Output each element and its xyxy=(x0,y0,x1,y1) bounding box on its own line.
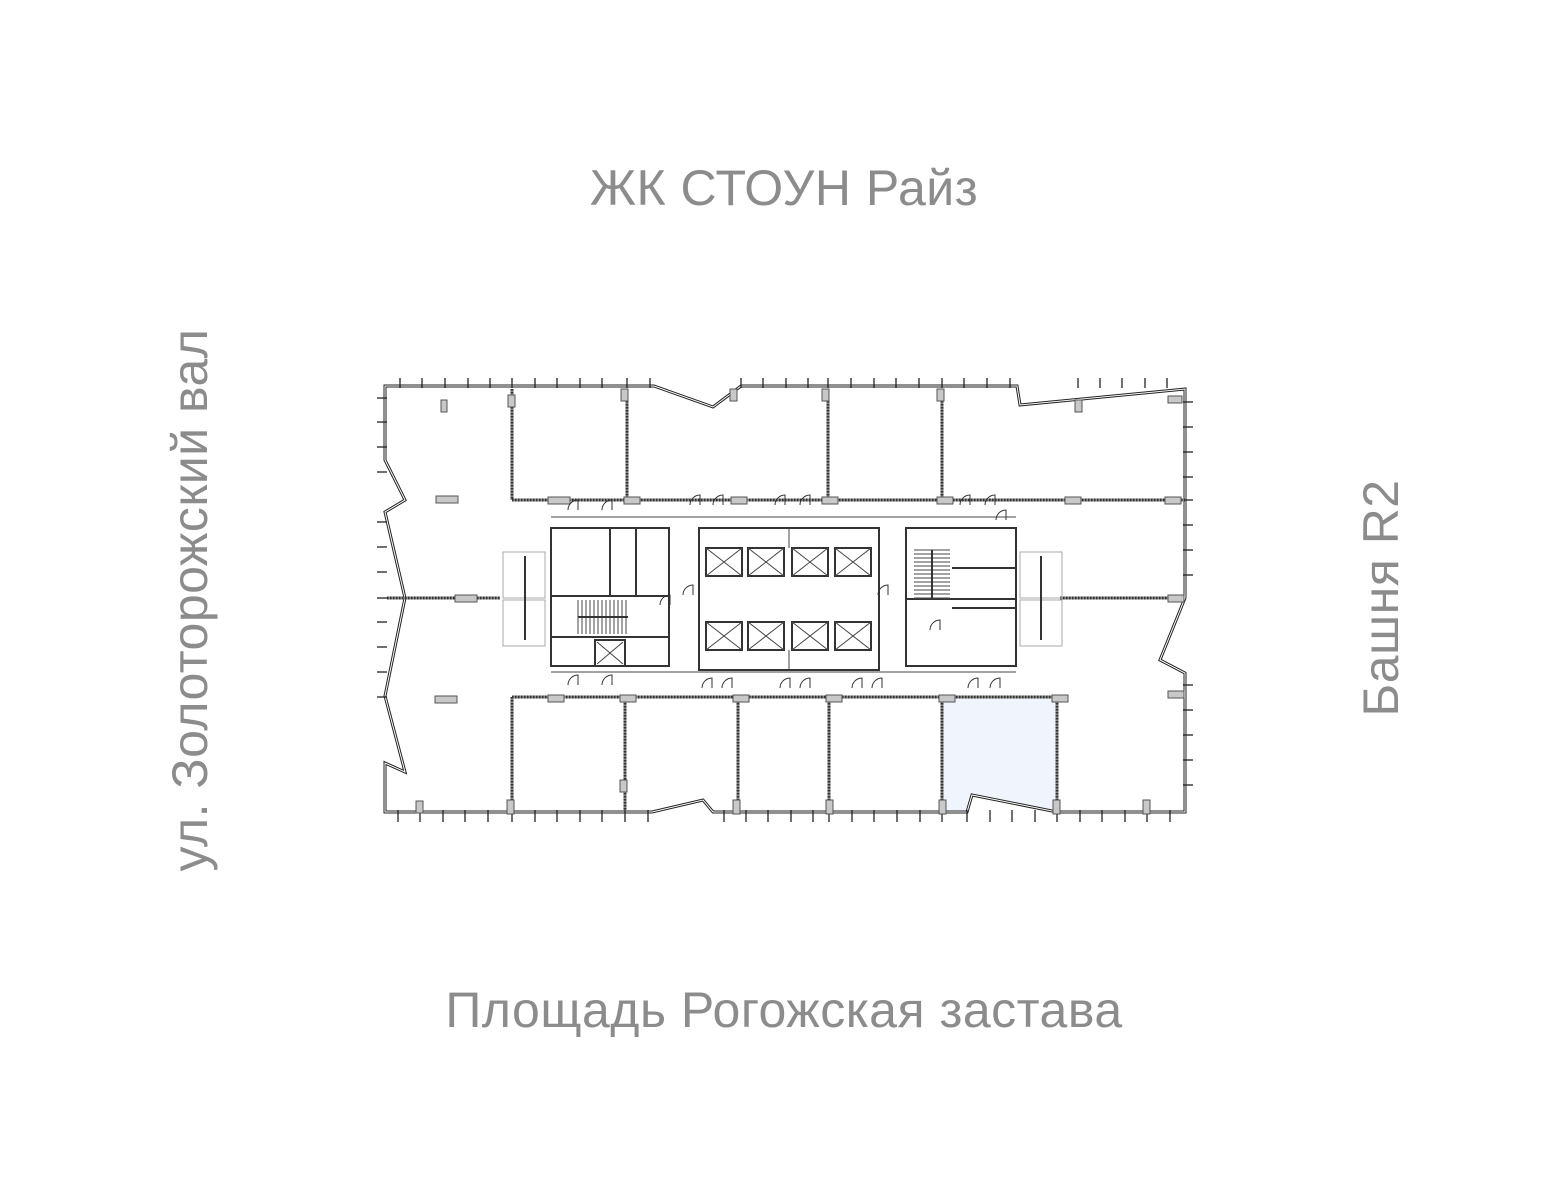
column xyxy=(1167,594,1185,603)
elevator-cross xyxy=(705,547,743,577)
column xyxy=(729,388,738,402)
elevator-car xyxy=(705,621,743,651)
column xyxy=(936,388,945,402)
column xyxy=(440,399,448,413)
door-swing xyxy=(871,677,883,689)
elevator-car xyxy=(747,547,785,577)
column xyxy=(730,496,748,505)
column xyxy=(938,799,947,815)
elevator-bank xyxy=(705,528,872,670)
column xyxy=(619,779,628,793)
column xyxy=(619,694,637,703)
selected-unit[interactable] xyxy=(942,698,1057,812)
column xyxy=(936,496,954,505)
column xyxy=(623,496,641,505)
elevator-cross xyxy=(791,547,829,577)
facade-mullions xyxy=(377,378,1193,822)
door-swing xyxy=(682,584,694,596)
structural-columns xyxy=(415,388,1185,815)
south-label: Площадь Рогожская застава xyxy=(445,982,1123,1038)
column xyxy=(821,496,839,505)
column xyxy=(732,694,750,703)
column xyxy=(454,594,478,603)
north-office-partitions xyxy=(510,389,1185,502)
column xyxy=(435,495,459,504)
door-swing xyxy=(929,619,941,631)
column xyxy=(507,394,516,408)
door-swing xyxy=(701,677,713,689)
column xyxy=(506,799,515,815)
door-swing xyxy=(567,674,579,686)
elevator-car xyxy=(791,621,829,651)
door-swing xyxy=(774,494,786,506)
elevator-cross xyxy=(834,547,872,577)
door-swing xyxy=(959,494,971,506)
elevator-cross xyxy=(747,547,785,577)
column xyxy=(415,800,424,814)
column xyxy=(1051,694,1069,703)
elevator-car xyxy=(834,547,872,577)
column xyxy=(825,694,843,703)
door-swing xyxy=(567,499,579,511)
door-swing xyxy=(989,677,1001,689)
elevator-car xyxy=(747,621,785,651)
stair-west xyxy=(577,600,628,634)
door-swing xyxy=(779,677,791,689)
column xyxy=(1167,690,1185,699)
south-office-partitions xyxy=(510,695,1059,810)
column xyxy=(1074,399,1083,413)
door-swing xyxy=(712,494,724,506)
door-swing xyxy=(799,677,811,689)
door-swing xyxy=(689,494,701,506)
elevator-cross xyxy=(791,621,829,651)
north-label: ЖК СТОУН Райз xyxy=(589,160,979,216)
column xyxy=(938,694,956,703)
elevator-cross xyxy=(747,621,785,651)
restroom-blocks xyxy=(502,528,1063,667)
door-swing xyxy=(601,674,613,686)
column xyxy=(732,799,741,815)
door-swing xyxy=(659,594,671,606)
column xyxy=(620,388,629,402)
doors xyxy=(567,494,1007,689)
elevator-cross xyxy=(834,621,872,651)
column xyxy=(1052,799,1061,815)
stair-east xyxy=(914,549,950,599)
elevator-car xyxy=(705,547,743,577)
door-swing xyxy=(851,677,863,689)
door-swing xyxy=(877,584,889,596)
door-swing xyxy=(984,494,996,506)
column xyxy=(1064,496,1082,505)
column xyxy=(825,799,834,815)
exterior-wall xyxy=(383,384,1187,814)
door-swing xyxy=(995,509,1007,521)
column xyxy=(547,694,565,703)
column xyxy=(1164,496,1182,505)
door-swing xyxy=(967,677,979,689)
column xyxy=(1167,395,1183,404)
door-swing xyxy=(721,677,733,689)
column xyxy=(821,388,830,402)
column xyxy=(547,496,571,505)
door-swing xyxy=(799,494,811,506)
elevator-car xyxy=(791,547,829,577)
column xyxy=(434,695,458,704)
elevator-car xyxy=(834,621,872,651)
door-swing xyxy=(601,499,613,511)
elevator-cross xyxy=(705,621,743,651)
column xyxy=(1142,799,1151,815)
